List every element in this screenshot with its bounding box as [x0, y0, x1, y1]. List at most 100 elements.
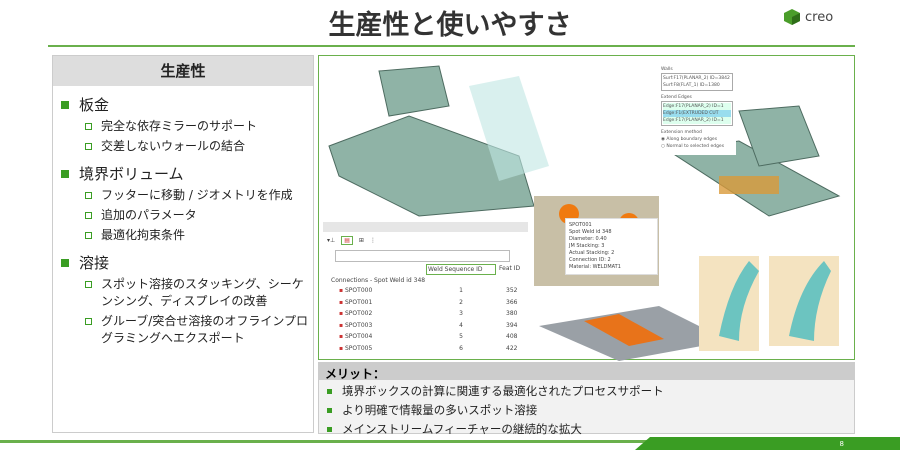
tooltip-line: Diameter: 0.40: [569, 236, 607, 242]
feat-id: 422: [506, 344, 518, 352]
weld-sequence-id: 2: [459, 298, 463, 306]
hollow-bullet-icon: [85, 143, 92, 150]
spot-weld-icon: ▪: [339, 344, 344, 352]
section-label: 板金: [79, 96, 110, 114]
table-row[interactable]: ▪ SPOT003 4 394: [323, 321, 528, 331]
tree-filter-input[interactable]: [335, 250, 510, 262]
item-text: 交差しないウォールの結合: [101, 139, 246, 153]
creo-logo: creo: [783, 8, 833, 26]
section-item: フッターに移動 / ジオメトリを作成: [85, 187, 313, 204]
weld-sequence-id: 6: [459, 344, 463, 352]
hollow-bullet-icon: [85, 281, 92, 288]
hollow-bullet-icon: [85, 212, 92, 219]
settings-icon[interactable]: ▾⊥: [327, 236, 336, 244]
wall-item[interactable]: Surf:F8(FLAT_1) ID=1380: [663, 83, 720, 88]
section-item: スポット溶接のスタッキング、シーケンシング、ディスプレイの改善: [85, 276, 313, 310]
tooltip-line: JM Stacking: 3: [569, 243, 605, 249]
section-item: グルーブ/突合せ溶接のオフラインプログラミングへエクスポート: [85, 313, 313, 347]
weld-sequence-id: 1: [459, 287, 463, 294]
item-text: 完全な依存ミラーのサポート: [101, 119, 258, 133]
radio-label: Along boundary edges: [666, 137, 718, 142]
section-item: 交差しないウォールの結合: [85, 138, 313, 155]
hollow-bullet-icon: [85, 318, 92, 325]
bullet-icon: [61, 258, 69, 267]
walls-label: Walls: [661, 67, 673, 72]
section-item: 最適化拘束条件: [85, 227, 313, 244]
footer-bar: [0, 437, 900, 450]
item-text: スポット溶接のスタッキング、シーケンシング、ディスプレイの改善: [101, 277, 304, 308]
spot-weld-icon: ▪: [339, 333, 344, 340]
radio-label: Normal to selected edges: [666, 144, 725, 149]
tooltip-line: Spot Weld id 348: [569, 229, 612, 235]
bullet-icon: [327, 426, 332, 432]
edge-item[interactable]: Edge:F17(PLANAR_2) ID=1: [663, 103, 731, 110]
weld-name: SPOT000: [345, 287, 373, 294]
section-label: 境界ボリューム: [79, 165, 184, 183]
section-heading: 溶接: [61, 252, 313, 273]
tooltip-line: Connection ID: 2: [569, 257, 611, 263]
spot-weld-icon: ▪: [339, 310, 344, 317]
tree-root[interactable]: Connections - Spot Weld id 348: [331, 277, 426, 284]
tree-tabbar: [323, 222, 528, 232]
title-divider: [48, 45, 855, 47]
table-row[interactable]: ▪ SPOT004 5 408: [323, 332, 528, 342]
section-label: 溶接: [79, 254, 110, 272]
hollow-bullet-icon: [85, 192, 92, 199]
item-text: 追加のパラメータ: [101, 208, 197, 222]
tooltip-line: Actual Stacking: 2: [569, 250, 615, 256]
productivity-panel: 生産性 板金完全な依存ミラーのサポート交差しないウォールの結合境界ボリュームフッ…: [52, 55, 314, 433]
weld-sequence-id: 5: [459, 333, 463, 340]
extend-edges-label: Extend Edges: [661, 95, 692, 100]
feat-id-column-header[interactable]: Feat ID: [499, 265, 521, 272]
table-row[interactable]: ▪ SPOT005 6 422: [323, 344, 528, 354]
weld-name: SPOT004: [345, 333, 373, 340]
feat-id: 380: [506, 310, 518, 317]
merits-box: メリット： 境界ボックスの計算に関連する最適化されたプロセスサポートより明確で情…: [318, 362, 855, 436]
bullet-icon: [61, 100, 69, 109]
weld-sequence-id: 3: [459, 310, 463, 317]
section-heading: 境界ボリューム: [61, 163, 313, 184]
cad-illustrations: [328, 65, 841, 361]
feat-id: 352: [506, 287, 518, 294]
merit-text: より明確で情報量の多いスポット溶接: [342, 403, 538, 417]
weld-name: SPOT001: [345, 298, 373, 306]
radio-normal[interactable]: ○ Normal to selected edges: [661, 144, 725, 149]
spot-weld-icon: ▪: [339, 287, 344, 294]
weld-name: SPOT003: [345, 321, 373, 329]
tooltip-line: Material: WELDMAT1: [569, 264, 621, 270]
extend-edges-dialog: Walls Surf:F17(PLANAR_2) ID=3842 Surf:F8…: [658, 63, 736, 155]
weld-sequence-icon[interactable]: ▤: [341, 235, 353, 245]
weld-sequence-id: 4: [459, 321, 463, 329]
merit-item: より明確で情報量の多いスポット溶接: [327, 402, 854, 418]
spot-weld-icon: ▪: [339, 321, 344, 329]
item-text: 最適化拘束条件: [101, 228, 186, 242]
merit-text: 境界ボックスの計算に関連する最適化されたプロセスサポート: [342, 384, 664, 398]
item-text: フッターに移動 / ジオメトリを作成: [101, 188, 293, 202]
feat-id: 394: [506, 321, 518, 329]
wall-item[interactable]: Surf:F17(PLANAR_2) ID=3842: [663, 76, 730, 81]
column-icon[interactable]: ⊞: [358, 236, 364, 244]
panel-heading: 生産性: [53, 56, 313, 86]
merits-heading: メリット：: [319, 363, 854, 381]
tree-toolbar: ▾⊥ ▤ ⊞ ⋮: [323, 232, 528, 248]
merit-text: メインストリームフィーチャーの継続的な拡大: [342, 422, 582, 436]
item-text: グルーブ/突合せ溶接のオフラインプログラミングへエクスポート: [101, 314, 308, 345]
weld-sequence-column-header[interactable]: Weld Sequence ID: [426, 264, 496, 275]
spot-weld-icon: ▪: [339, 298, 344, 306]
feat-id: 408: [506, 333, 518, 340]
hollow-bullet-icon: [85, 232, 92, 239]
edge-item[interactable]: Edge:F17(PLANAR_2) ID=1: [663, 117, 731, 124]
walls-list[interactable]: Surf:F17(PLANAR_2) ID=3842 Surf:F8(FLAT_…: [661, 73, 733, 91]
weld-tree-panel: ▾⊥ ▤ ⊞ ⋮ Weld Sequence ID Feat ID Connec…: [323, 222, 528, 354]
edges-list[interactable]: Edge:F17(PLANAR_2) ID=1 Edge:F1(EXTRUDED…: [661, 101, 733, 126]
bullet-icon: [327, 388, 332, 394]
hollow-bullet-icon: [85, 123, 92, 130]
radio-along[interactable]: ◉ Along boundary edges: [661, 137, 718, 142]
table-row[interactable]: ▪ SPOT000 1 352: [323, 286, 528, 296]
edge-item[interactable]: Edge:F1(EXTRUDED CUT: [663, 110, 731, 117]
list-icon[interactable]: ⋮: [369, 236, 376, 244]
weld-name: SPOT005: [345, 344, 373, 352]
